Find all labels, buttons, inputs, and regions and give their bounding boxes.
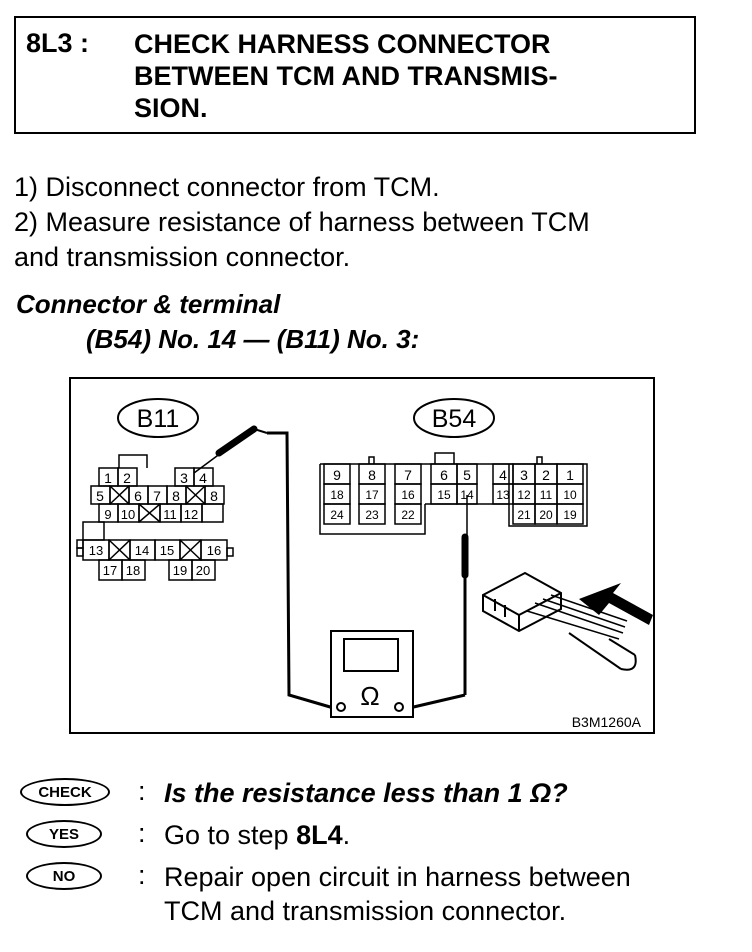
- b54-pin: 17: [365, 488, 379, 502]
- step-title-line: CHECK HARNESS CONNECTOR: [134, 29, 551, 59]
- no-text-line: TCM and transmission connector.: [164, 896, 567, 926]
- instruction-line-2: 2) Measure resistance of harness between…: [14, 207, 590, 237]
- wiring-diagram: B11 B54: [69, 377, 655, 734]
- b11-pin: 9: [104, 507, 111, 522]
- instruction-line-1: 1) Disconnect connector from TCM.: [14, 172, 440, 202]
- transmission-connector: [482, 571, 637, 671]
- no-badge: NO: [26, 862, 102, 890]
- b11-pin: 18: [126, 563, 140, 578]
- b11-label-oval: [117, 398, 199, 438]
- b54-pin: 5: [463, 467, 471, 483]
- b11-pin: 2: [123, 470, 131, 486]
- b11-pin: 16: [207, 543, 221, 558]
- b54-pin: 3: [520, 467, 528, 483]
- b54-pin: 23: [365, 508, 379, 522]
- connector-terminal-value: (B54) No. 14 — (B11) No. 3:: [86, 324, 420, 354]
- step-number: 8L3 :: [26, 28, 90, 58]
- b54-pin: 22: [401, 508, 415, 522]
- b11-pin: 19: [173, 563, 187, 578]
- yes-answer: Go to step 8L4.: [164, 818, 350, 852]
- check-badge: CHECK: [20, 778, 110, 806]
- check-question: Is the resistance less than 1 Ω?: [164, 778, 568, 808]
- b11-pin-labels: 1 2 3 4 5 6 7 8 8 8: [96, 470, 218, 504]
- b11-pin: 11: [163, 507, 177, 522]
- b54-pin: 8: [368, 467, 376, 483]
- b54-label-oval: [413, 398, 495, 438]
- b11-pin: 8: [210, 488, 218, 504]
- b11-pin: 15: [160, 543, 174, 558]
- b11-pin: 12: [184, 507, 198, 522]
- b11-pin: 20: [196, 563, 210, 578]
- b11-pin: 14: [135, 543, 149, 558]
- connector-terminal-heading: Connector & terminal: [16, 289, 281, 319]
- b11-pin: 3: [180, 470, 188, 486]
- b54-pin: 16: [401, 488, 415, 502]
- b54-pin: 2: [542, 467, 550, 483]
- b54-pin-labels: 9 8 7 6 5 4 3 2 1: [333, 467, 574, 483]
- b11-probe: [193, 425, 338, 711]
- yes-text: Go to step: [164, 820, 297, 850]
- figure-code: B3M1260A: [572, 714, 642, 730]
- b54-pin: 12: [517, 488, 531, 502]
- b54-pin: 18: [330, 488, 344, 502]
- b54-label: B54: [432, 405, 477, 433]
- b11-pin: 6: [134, 488, 142, 504]
- check-row: CHECK : Is the resistance less than 1 Ω?: [20, 776, 720, 816]
- b11-pin: 7: [153, 488, 161, 504]
- b11-pin: 10: [121, 507, 135, 522]
- step-title-line: BETWEEN TCM AND TRANSMIS-: [134, 61, 558, 91]
- b54-pin: 4: [499, 467, 507, 483]
- no-text-line: Repair open circuit in harness between: [164, 862, 631, 892]
- no-colon: :: [138, 860, 146, 890]
- ohmmeter: [330, 630, 414, 718]
- b54-pin: 10: [563, 488, 577, 502]
- yes-badge: YES: [26, 820, 102, 848]
- b11-pin: 1: [104, 470, 112, 486]
- b54-pin: 24: [330, 508, 344, 522]
- b11-pin: 4: [199, 470, 207, 486]
- b11-label: B11: [137, 405, 180, 433]
- b54-pin: 1: [566, 467, 574, 483]
- no-answer: Repair open circuit in harness between T…: [164, 860, 631, 928]
- b54-probe: [404, 495, 469, 711]
- b54-pin: 20: [539, 508, 553, 522]
- b54-pin: 15: [437, 488, 451, 502]
- b54-pin: 6: [440, 467, 448, 483]
- no-row: NO : Repair open circuit in harness betw…: [20, 860, 720, 930]
- ohm-symbol: Ω: [360, 681, 379, 711]
- b54-connector: [319, 452, 588, 535]
- b54-pin: 7: [404, 467, 412, 483]
- step-header-box: 8L3 : CHECK HARNESS CONNECTOR BETWEEN TC…: [14, 16, 696, 134]
- b11-connector: [76, 454, 225, 549]
- b54-pin: 13: [496, 488, 510, 502]
- b11-pin: 13: [89, 543, 103, 558]
- yes-end: .: [342, 820, 351, 850]
- yes-row: YES : Go to step 8L4.: [20, 818, 720, 858]
- step-title-line: SION.: [134, 93, 208, 123]
- b54-pin: 19: [563, 508, 577, 522]
- b54-pin: 21: [517, 508, 531, 522]
- check-colon: :: [138, 776, 146, 806]
- b54-pin: 9: [333, 467, 341, 483]
- arrow-icon: [579, 583, 653, 625]
- b11-pin: 5: [96, 488, 104, 504]
- instruction-line-3: and transmission connector.: [14, 242, 351, 272]
- b11-pin: 17: [103, 563, 117, 578]
- b11-pin: 8: [172, 488, 180, 504]
- yes-colon: :: [138, 818, 146, 848]
- yes-step-link: 8L4: [296, 820, 343, 850]
- b54-pin: 11: [540, 488, 553, 502]
- figure-frame: [69, 377, 655, 734]
- step-title: CHECK HARNESS CONNECTOR BETWEEN TCM AND …: [134, 28, 557, 124]
